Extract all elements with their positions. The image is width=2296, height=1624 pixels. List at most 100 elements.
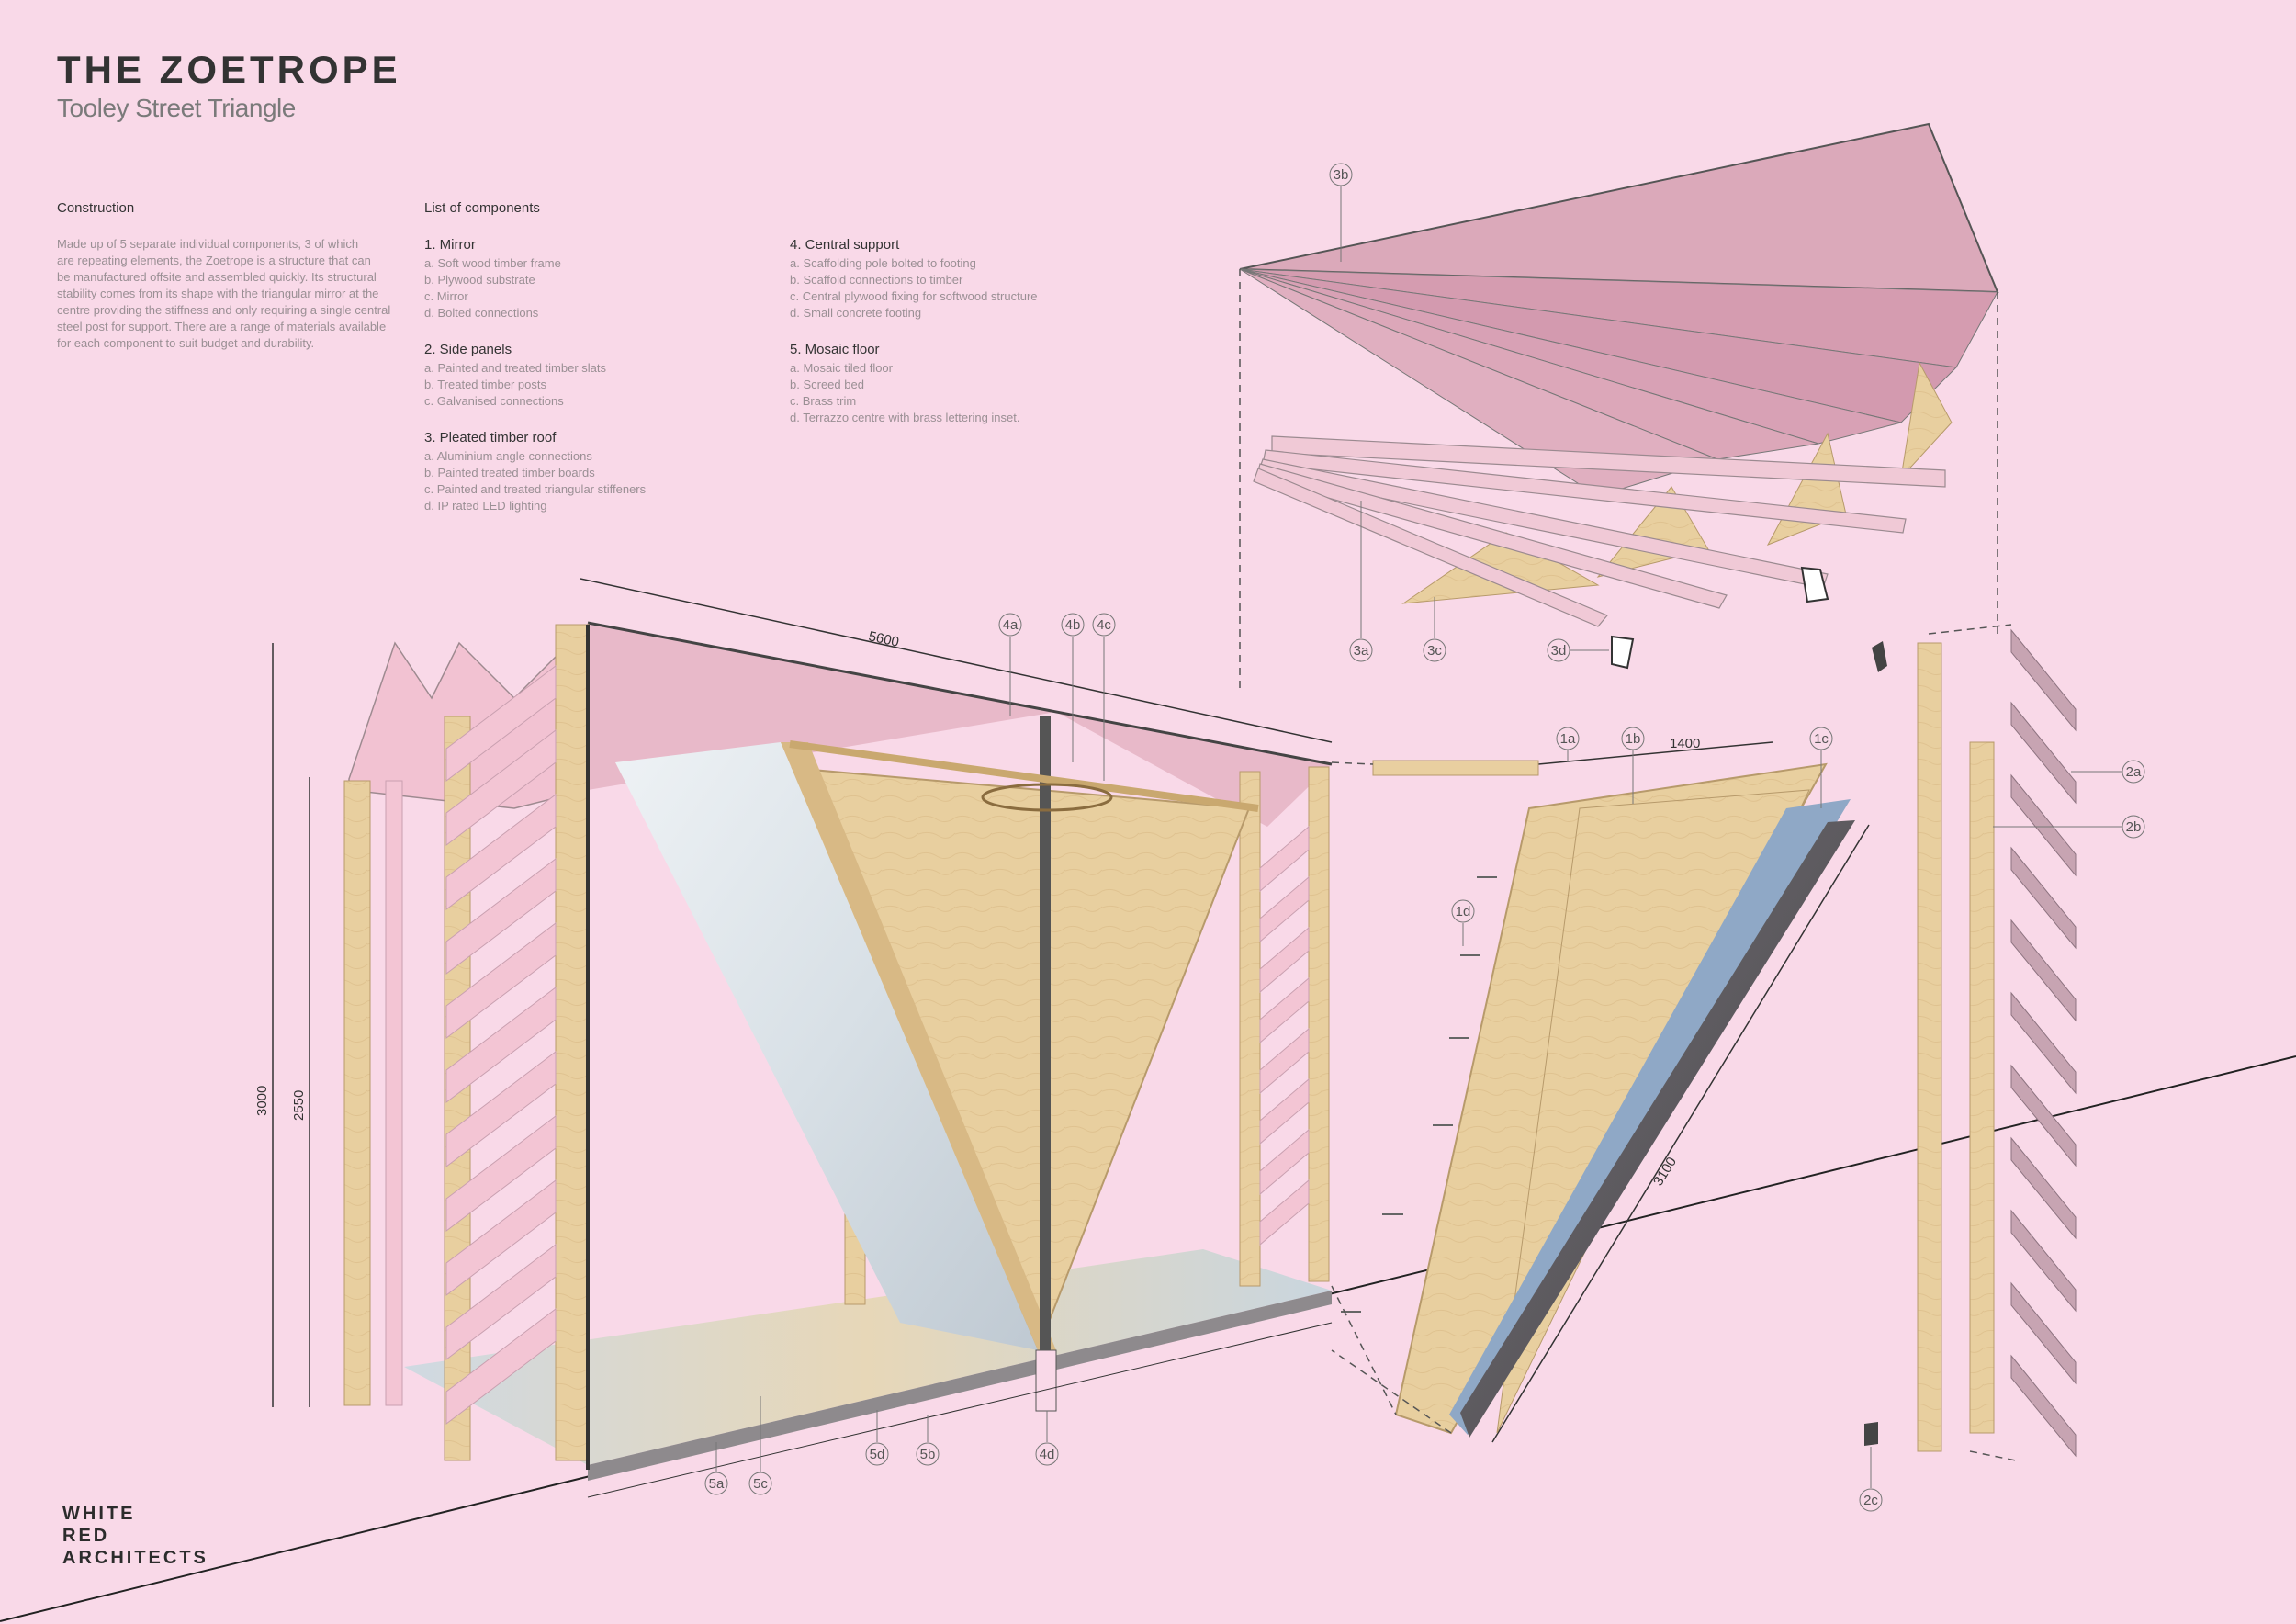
callouts: 3b 3a 3c 3d 4a 4b 4c 4d 1a 1b 1c 1d 2a 2… <box>704 163 2145 1512</box>
component-item: b. Painted treated timber boards <box>424 466 595 479</box>
concrete-footing <box>1035 1349 1057 1412</box>
roof-board <box>1239 268 1719 497</box>
callout-4b: 4b <box>1061 613 1085 762</box>
callout-2b: 2b <box>1993 815 2145 839</box>
frame-top <box>1372 760 1539 776</box>
dim-5600 <box>580 578 1333 743</box>
roof-edge <box>587 621 1333 766</box>
construction-section: Construction Made up of 5 separate indiv… <box>57 200 406 352</box>
component-item: a. Aluminium angle connections <box>424 449 592 463</box>
callout-1a: 1a <box>1556 727 1580 762</box>
dim-label-3100: 3100 <box>1650 1155 1680 1189</box>
roof-underside <box>588 623 1332 827</box>
component-item: b. Scaffold connections to timber <box>790 273 963 287</box>
svg-text:2a: 2a <box>2126 764 2142 780</box>
top-beam <box>789 740 1259 812</box>
component-item: c. Brass trim <box>790 394 857 408</box>
component-item: d. Terrazzo centre with brass lettering … <box>790 411 1020 424</box>
component-items: a. Mosaic tiled floor b. Screed bed c. B… <box>790 360 1157 426</box>
mirror-frame <box>781 742 1056 1350</box>
component-item: b. Plywood substrate <box>424 273 535 287</box>
svg-text:1b: 1b <box>1626 731 1641 747</box>
component-title: 5. Mosaic floor <box>790 342 880 357</box>
callout-5c: 5c <box>748 1396 772 1495</box>
led-light <box>1611 635 1635 670</box>
component-item: a. Scaffolding pole bolted to footing <box>790 256 976 270</box>
dim-label-3000: 3000 <box>254 1086 270 1116</box>
dim-1400 <box>1537 741 1773 765</box>
roof-hub <box>981 783 1113 812</box>
svg-text:4d: 4d <box>1040 1447 1055 1462</box>
callout-3b: 3b <box>1329 163 1353 262</box>
svg-text:3c: 3c <box>1427 643 1442 659</box>
component-item: d. Small concrete footing <box>790 306 922 320</box>
construction-line: centre providing the stiffness and only … <box>57 303 391 317</box>
svg-text:4b: 4b <box>1065 617 1081 633</box>
right-post <box>1308 766 1330 1282</box>
svg-text:4c: 4c <box>1097 617 1111 633</box>
callout-1d: 1d <box>1451 899 1475 946</box>
callout-1b: 1b <box>1621 727 1645 804</box>
side-panel-exploded <box>1864 628 2077 1458</box>
roof-board <box>1239 122 1999 294</box>
component-item: a. Soft wood timber frame <box>424 256 561 270</box>
construction-line: Made up of 5 separate individual compone… <box>57 237 359 251</box>
svg-text:1c: 1c <box>1814 731 1829 747</box>
svg-text:3b: 3b <box>1334 167 1349 183</box>
construction-body: Made up of 5 separate individual compone… <box>57 236 406 352</box>
floor-edge <box>588 1291 1332 1481</box>
svg-text:2b: 2b <box>2126 819 2142 835</box>
component-item: d. Bolted connections <box>424 306 539 320</box>
svg-text:5d: 5d <box>870 1447 885 1462</box>
dimension-lines <box>272 578 1870 1498</box>
component-item: c. Central plywood fixing for softwood s… <box>790 289 1038 303</box>
timber-slats <box>2010 628 2077 1458</box>
dim-label-1400: 1400 <box>1670 736 1700 751</box>
construction-line: be manufactured offsite and assembled qu… <box>57 270 377 284</box>
callout-3c: 3c <box>1423 597 1446 662</box>
bolts <box>1341 876 1497 1313</box>
timber-post <box>1917 642 1942 1452</box>
floor-dim <box>587 1322 1333 1498</box>
component-items: a. Aluminium angle connections b. Painte… <box>424 448 773 514</box>
component-item: b. Screed bed <box>790 378 864 391</box>
component-items: a. Painted and treated timber slats b. T… <box>424 360 773 410</box>
svg-text:2c: 2c <box>1863 1493 1878 1508</box>
svg-text:4a: 4a <box>1003 617 1019 633</box>
component-item: c. Painted and treated triangular stiffe… <box>424 482 647 496</box>
callout-4a: 4a <box>998 613 1022 716</box>
rear-post <box>343 780 371 1406</box>
callout-5d: 5d <box>865 1410 889 1466</box>
right-slats <box>1259 825 1310 1246</box>
right-post <box>1239 771 1261 1287</box>
construction-heading: Construction <box>57 200 135 216</box>
svg-text:1d: 1d <box>1456 904 1471 919</box>
roof-exploded <box>1239 122 1999 670</box>
central-pole <box>1040 716 1051 1350</box>
component-item: c. Galvanised connections <box>424 394 564 408</box>
component-title: 3. Pleated timber roof <box>424 430 557 445</box>
led-light <box>1800 566 1829 603</box>
galvanised-connection <box>1872 641 1887 672</box>
callout-5a: 5a <box>704 1442 728 1495</box>
callout-2c: 2c <box>1859 1447 1883 1512</box>
callout-4d: 4d <box>1035 1411 1059 1466</box>
construction-line: for each component to suit budget and du… <box>57 336 315 350</box>
component-title: 2. Side panels <box>424 342 512 357</box>
mirror-face <box>615 742 1038 1350</box>
components-heading: List of components <box>424 200 540 216</box>
component-items: a. Soft wood timber frame b. Plywood sub… <box>424 255 773 321</box>
galvanised-connection <box>1864 1422 1878 1446</box>
svg-text:1a: 1a <box>1560 731 1576 747</box>
component-item: a. Painted and treated timber slats <box>424 361 607 375</box>
callout-3d: 3d <box>1547 638 1609 662</box>
roof-stiffener <box>1900 361 1953 479</box>
logo-line: WHITE <box>62 1504 136 1524</box>
mirror-exploded <box>1341 760 1855 1438</box>
component-item: d. IP rated LED lighting <box>424 499 547 513</box>
component-title: 4. Central support <box>790 237 900 253</box>
assembly-lines <box>1239 269 2017 1461</box>
logo-line: ARCHITECTS <box>62 1548 208 1568</box>
front-slats <box>445 664 557 1426</box>
mosaic-floor <box>404 1249 1332 1465</box>
